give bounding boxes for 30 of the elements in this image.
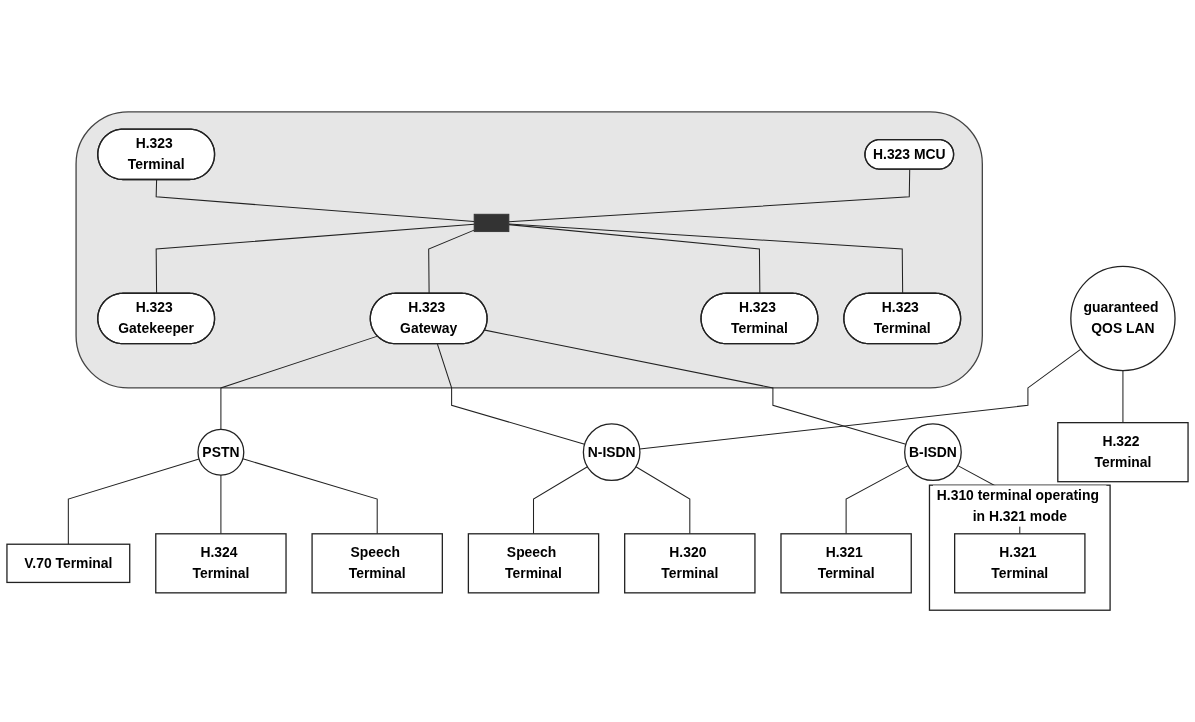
connector — [508, 223, 904, 295]
connector — [220, 335, 379, 430]
connector — [155, 179, 475, 223]
cluster — [75, 111, 983, 389]
connector — [533, 466, 588, 535]
node-circle: PSTN — [197, 428, 245, 476]
connector — [67, 458, 200, 545]
node-box: H.322 Terminal — [1057, 422, 1189, 483]
node-bar — [473, 213, 510, 233]
connector — [484, 329, 907, 445]
connector — [220, 474, 222, 535]
connector — [639, 348, 1082, 450]
node-circle: N-ISDN — [582, 423, 641, 482]
connector — [428, 229, 475, 295]
node-box: H.321 Terminal — [954, 533, 1086, 594]
node-box: H.320 Terminal — [624, 533, 756, 594]
connector — [635, 466, 691, 535]
node-box: H.324 Terminal — [155, 533, 287, 594]
connector — [845, 465, 909, 535]
node-box: Speech Terminal — [311, 533, 443, 594]
node-box: V.70 Terminal — [6, 543, 131, 584]
node-circle: B-ISDN — [904, 423, 962, 482]
node-box: Speech Terminal — [467, 533, 600, 594]
connector — [508, 169, 911, 223]
node-circle: guaranteed QOS LAN — [1070, 265, 1176, 372]
node-box: H.321 Terminal — [780, 533, 912, 594]
connector — [242, 458, 378, 535]
connector — [155, 223, 475, 295]
connector — [1122, 370, 1124, 424]
connector — [508, 224, 761, 295]
